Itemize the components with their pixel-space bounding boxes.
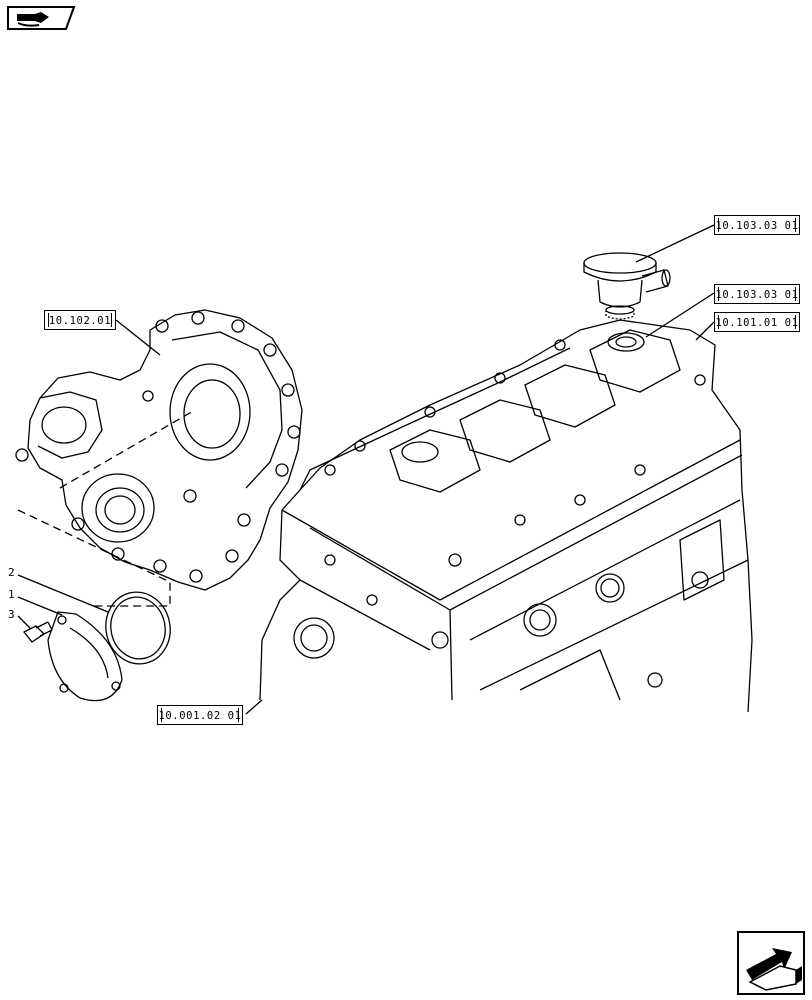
reference-box-cylinder-head[interactable]: 10.101.01 01 — [714, 312, 800, 332]
callout-number: 1 — [8, 588, 15, 601]
reference-box-breather[interactable]: 10.103.03 01 — [714, 215, 800, 235]
callout-number: 3 — [8, 608, 15, 621]
callout-number: 2 — [8, 566, 15, 579]
next-page-arrow-icon[interactable] — [736, 930, 806, 996]
reference-box-timing-cover[interactable]: 10.102.01 — [44, 310, 116, 330]
reference-box-engine-block[interactable]: 10.001.02 01 — [157, 705, 243, 725]
book-arrow-icon[interactable] — [5, 5, 77, 31]
reference-box-breather-seal[interactable]: 10.103.03 01 — [714, 284, 800, 304]
